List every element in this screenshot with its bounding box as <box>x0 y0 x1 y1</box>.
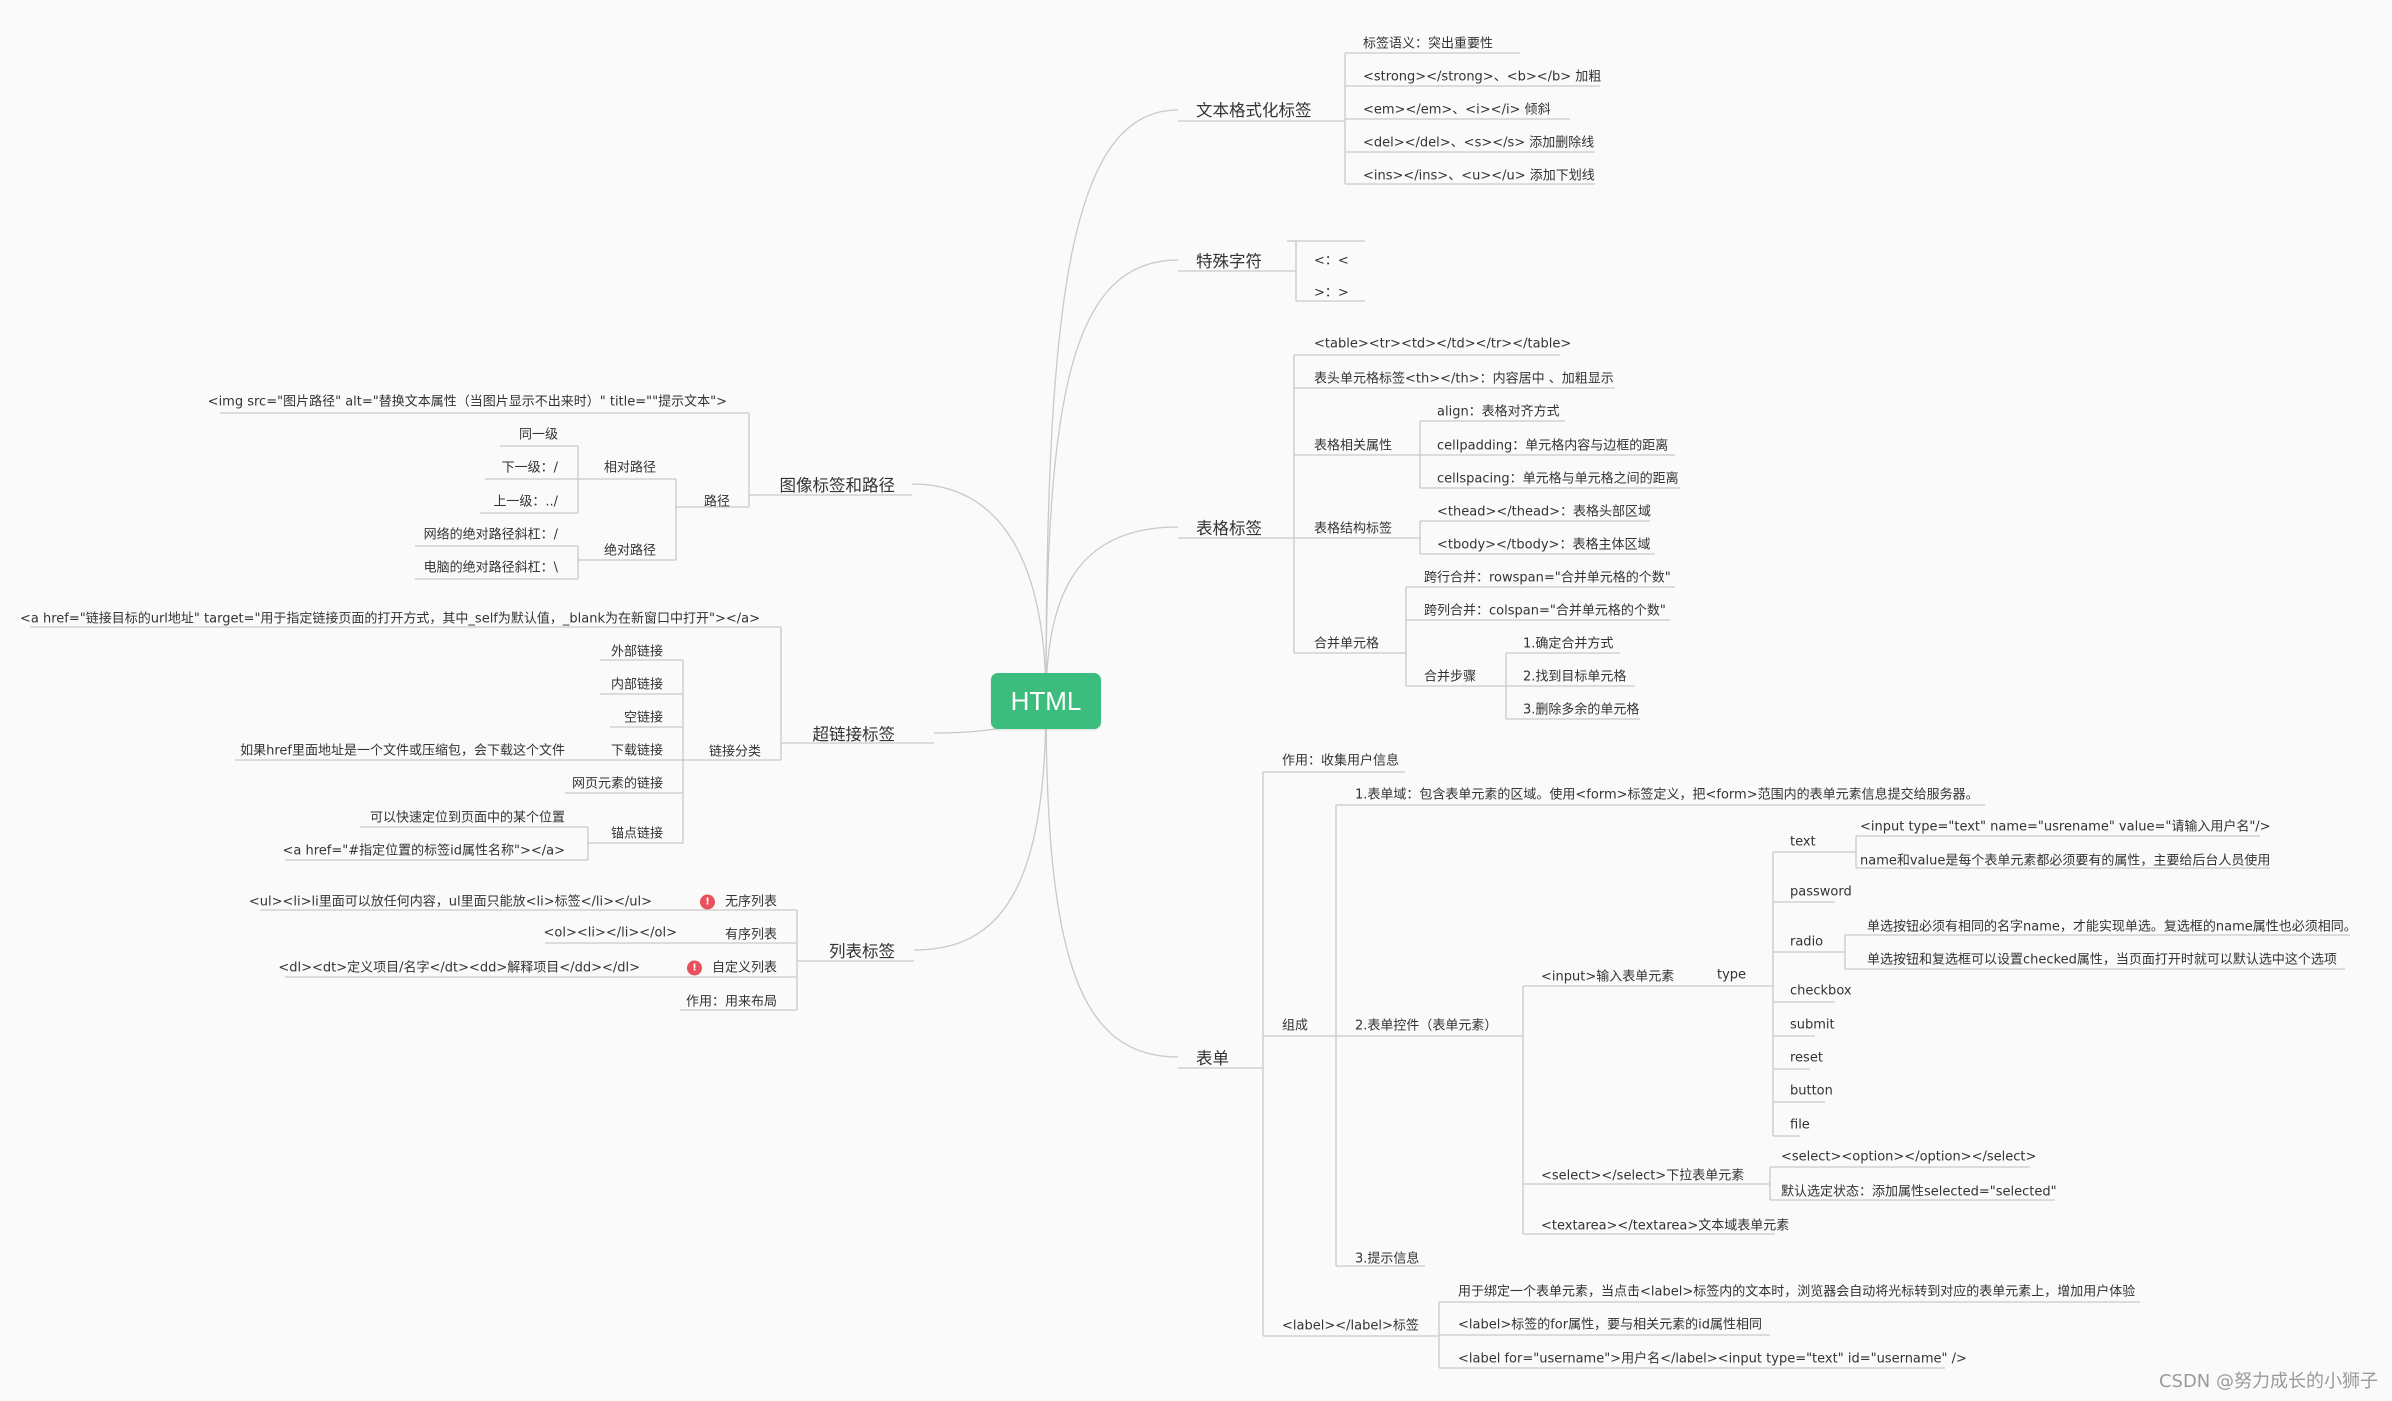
special-char-item[interactable]: <：< <box>1314 253 1349 269</box>
dl-note[interactable]: <dl><dt>定义项目/名字</dt><dd>解释项目</dd></dl> <box>278 960 640 976</box>
type-file[interactable]: file <box>1790 1117 1810 1133</box>
image-node[interactable]: 图像标签和路径 <box>779 476 896 495</box>
label-node[interactable]: <label></label>标签 <box>1282 1318 1419 1334</box>
ol-note[interactable]: <ol><li></li></ol> <box>543 925 677 941</box>
type-password[interactable]: password <box>1790 884 1852 900</box>
link-syntax[interactable]: <a href="链接目标的url地址" target="用于指定链接页面的打开… <box>19 611 760 627</box>
merge-steps-node[interactable]: 合并步骤 <box>1424 669 1477 685</box>
table-node[interactable]: 表格标签 <box>1196 519 1262 538</box>
merge-node[interactable]: 合并单元格 <box>1314 636 1380 652</box>
table-th[interactable]: 表头单元格标签<th></th>：内容居中 、加粗显示 <box>1314 371 1614 387</box>
table-syntax[interactable]: <table><tr><td></td></tr></table> <box>1314 336 1572 352</box>
link-download[interactable]: 下载链接 <box>610 743 663 759</box>
absolute-path-item[interactable]: 网络的绝对路径斜杠：/ <box>423 527 558 543</box>
link-element[interactable]: 网页元素的链接 <box>571 776 663 792</box>
special-char-item[interactable]: >：> <box>1314 285 1349 301</box>
absolute-path-item[interactable]: 电脑的绝对路径斜杠：\ <box>423 560 558 576</box>
text-format-node[interactable]: 文本格式化标签 <box>1196 101 1312 120</box>
relative-path-item[interactable]: 上一级：../ <box>493 494 558 510</box>
edge-root-image <box>911 483 1047 702</box>
label-note[interactable]: <label>标签的for属性，要与相关元素的id属性相同 <box>1458 1317 1762 1333</box>
ul-node[interactable]: !无序列表 <box>699 891 777 910</box>
special-chars-node[interactable]: 特殊字符 <box>1196 252 1262 271</box>
warning-icon: ! <box>699 894 715 910</box>
type-submit[interactable]: submit <box>1790 1017 1835 1033</box>
edge-root-table <box>1045 526 1179 702</box>
form-prompt[interactable]: 3.提示信息 <box>1355 1251 1420 1267</box>
select-note[interactable]: 默认选定状态：添加属性selected="selected" <box>1781 1184 2057 1200</box>
dl-node[interactable]: !自定义列表 <box>686 957 777 976</box>
text-format-item[interactable]: <ins></ins>、<u></u> 添加下划线 <box>1363 168 1595 184</box>
absolute-path-node[interactable]: 绝对路径 <box>603 543 656 559</box>
link-empty[interactable]: 空链接 <box>623 710 663 726</box>
download-note[interactable]: 如果href里面地址是一个文件或压缩包，会下载这个文件 <box>240 743 565 759</box>
text-format-item[interactable]: <del></del>、<s></s> 添加删除线 <box>1363 135 1595 151</box>
textarea-node[interactable]: <textarea></textarea>文本域表单元素 <box>1541 1218 1790 1234</box>
link-category-node[interactable]: 链接分类 <box>708 744 761 760</box>
anchor-note[interactable]: 可以快速定位到页面中的某个位置 <box>369 810 565 826</box>
select-note[interactable]: <select><option></option></select> <box>1781 1149 2037 1165</box>
text-note[interactable]: name和value是每个表单元素都必须要有的属性，主要给后台人员使用 <box>1860 853 2271 869</box>
label-note[interactable]: 用于绑定一个表单元素，当点击<label>标签内的文本时，浏览器会自动将光标转到… <box>1458 1284 2136 1300</box>
path-node[interactable]: 路径 <box>703 494 730 510</box>
watermark: CSDN @努力成长的小狮子 <box>2158 1371 2378 1392</box>
form-domain[interactable]: 1.表单域：包含表单元素的区域。使用<form>标签定义，把<form>范围内的… <box>1355 787 1979 803</box>
img-syntax[interactable]: <img src="图片路径" alt="替换文本属性（当图片显示不出来时）" … <box>207 394 727 410</box>
link-external[interactable]: 外部链接 <box>610 644 663 660</box>
table-attr-item[interactable]: cellspacing：单元格与单元格之间的距离 <box>1437 471 1679 487</box>
anchor-note[interactable]: <a href="#指定位置的标签id属性名称"></a> <box>282 843 566 859</box>
label-note[interactable]: <label for="username">用户名</label><input … <box>1458 1351 1967 1367</box>
merge-colspan[interactable]: 跨列合并：colspan="合并单元格的个数" <box>1424 603 1666 619</box>
input-node[interactable]: <input>输入表单元素 <box>1541 969 1675 985</box>
warning-icon: ! <box>686 960 702 976</box>
select-node[interactable]: <select></select>下拉表单元素 <box>1541 1168 1745 1184</box>
text-note[interactable]: <input type="text" name="usrename" value… <box>1860 819 2271 835</box>
form-purpose[interactable]: 作用：收集用户信息 <box>1282 753 1400 769</box>
edge-root-special <box>1045 259 1179 702</box>
table-structure-item[interactable]: <thead></thead>：表格头部区域 <box>1437 504 1652 520</box>
link-internal[interactable]: 内部链接 <box>610 677 663 693</box>
table-structure-item[interactable]: <tbody></tbody>：表格主体区域 <box>1437 537 1651 553</box>
table-attrs-node[interactable]: 表格相关属性 <box>1314 438 1393 454</box>
ol-node[interactable]: 有序列表 <box>724 927 777 943</box>
form-controls-node[interactable]: 2.表单控件（表单元素） <box>1355 1018 1498 1034</box>
form-compose-node[interactable]: 组成 <box>1282 1018 1309 1034</box>
type-radio[interactable]: radio <box>1790 934 1824 950</box>
text-format-item[interactable]: <strong></strong>、<b></b> 加粗 <box>1363 69 1602 85</box>
list-purpose[interactable]: 作用：用来布局 <box>685 994 777 1010</box>
type-node[interactable]: type <box>1717 967 1747 983</box>
table-structure-node[interactable]: 表格结构标签 <box>1314 521 1393 537</box>
text-format-item[interactable]: <em></em>、<i></i> 倾斜 <box>1363 102 1551 118</box>
link-anchor[interactable]: 锚点链接 <box>610 826 663 842</box>
type-reset[interactable]: reset <box>1790 1050 1823 1066</box>
link-node[interactable]: 超链接标签 <box>812 725 896 744</box>
table-attr-item[interactable]: cellpadding：单元格内容与边框的距离 <box>1437 438 1669 454</box>
table-attr-item[interactable]: align：表格对齐方式 <box>1437 404 1560 420</box>
merge-step[interactable]: 2.找到目标单元格 <box>1523 669 1627 685</box>
type-checkbox[interactable]: checkbox <box>1790 983 1852 999</box>
list-node[interactable]: 列表标签 <box>829 942 895 961</box>
root-node[interactable]: HTML <box>991 673 1101 729</box>
edge-root-form <box>1045 700 1179 1058</box>
relative-path-node[interactable]: 相对路径 <box>603 460 656 476</box>
merge-step[interactable]: 3.删除多余的单元格 <box>1523 702 1640 718</box>
edge-root-list <box>913 700 1047 951</box>
type-button[interactable]: button <box>1790 1083 1833 1099</box>
form-node[interactable]: 表单 <box>1196 1049 1229 1068</box>
relative-path-item[interactable]: 同一级 <box>518 427 558 443</box>
type-text[interactable]: text <box>1790 834 1816 850</box>
merge-rowspan[interactable]: 跨行合并：rowspan="合并单元格的个数" <box>1424 570 1671 586</box>
merge-step[interactable]: 1.确定合并方式 <box>1523 636 1614 652</box>
text-format-item[interactable]: 标签语义：突出重要性 <box>1363 36 1494 52</box>
relative-path-item[interactable]: 下一级：/ <box>501 460 558 476</box>
radio-note[interactable]: 单选按钮和复选框可以设置checked属性，当页面打开时就可以默认选中这个选项 <box>1867 952 2337 968</box>
ul-note[interactable]: <ul><li>li里面可以放任何内容，ul里面只能放<li>标签</li></… <box>248 894 652 910</box>
radio-note[interactable]: 单选按钮必须有相同的名字name，才能实现单选。复选框的name属性也必须相同。 <box>1867 919 2357 935</box>
edge-root-text-format <box>1045 109 1179 702</box>
